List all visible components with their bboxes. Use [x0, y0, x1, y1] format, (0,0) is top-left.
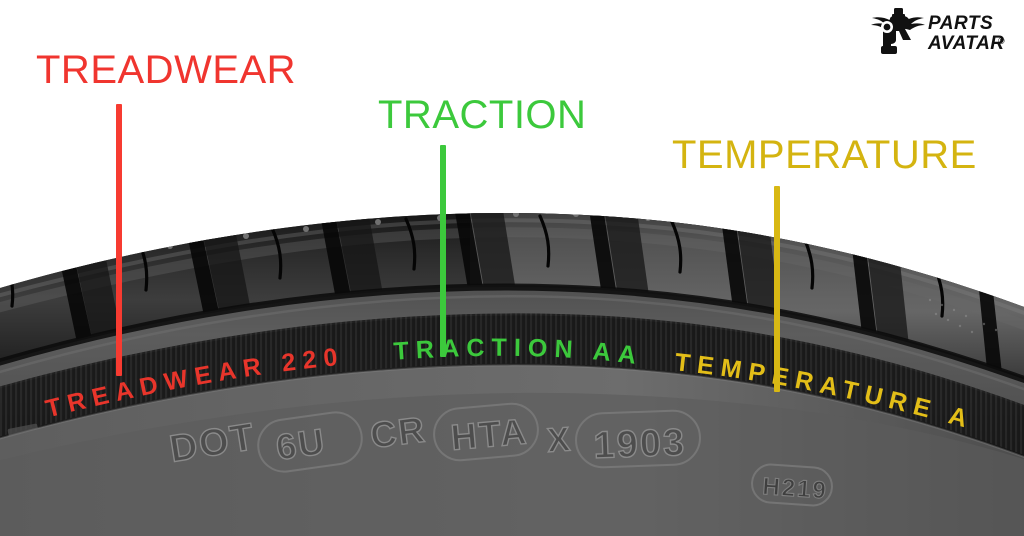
callout-label-temperature: TEMPERATURE — [672, 135, 977, 175]
svg-text:CR: CR — [368, 408, 429, 456]
logo-text-avatar: AVATAR — [928, 33, 1005, 54]
leader-line-temperature — [774, 186, 780, 392]
leader-line-traction — [440, 145, 446, 357]
capsule-mold-code — [751, 463, 833, 507]
svg-text:6U: 6U — [273, 420, 328, 468]
callout-label-traction: TRACTION — [378, 95, 586, 135]
embossed-text-group: DOT 6U CR HTA X 1903 H219 — [166, 408, 829, 505]
leader-line-treadwear — [116, 104, 122, 376]
winged-r-logo-icon — [871, 8, 925, 54]
tire-lower-sidewall — [0, 364, 1024, 536]
parts-avatar-logo: PARTS AVATAR ® — [870, 6, 1010, 58]
svg-text:1903: 1903 — [593, 422, 687, 467]
callout-text-temperature: TEMPERATURE — [672, 133, 977, 177]
callout-text-traction: TRACTION — [378, 93, 587, 137]
logo-text-parts: PARTS — [928, 13, 994, 34]
logo-registered-mark: ® — [998, 36, 1005, 46]
callout-text-treadwear: TREADWEAR — [36, 48, 297, 92]
svg-text:X: X — [546, 420, 573, 460]
callout-label-treadwear: TREADWEAR — [36, 50, 296, 90]
capsule-spec-code — [433, 402, 539, 462]
capsule-date-code — [575, 409, 701, 469]
embossed-dot-codes — [257, 402, 833, 507]
capsule-plant-code — [257, 411, 363, 473]
svg-text:HTA: HTA — [449, 410, 530, 458]
svg-text:H219: H219 — [762, 473, 829, 504]
